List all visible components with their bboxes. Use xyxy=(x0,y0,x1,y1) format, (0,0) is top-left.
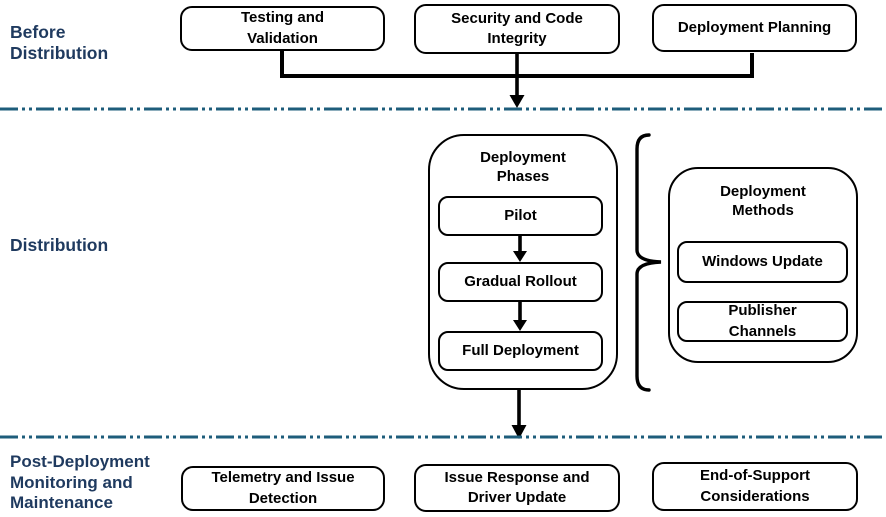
container-title-deployment-methods: Deployment Methods xyxy=(720,183,806,219)
stage-label-post-deployment: Post-Deployment Monitoring and Maintenan… xyxy=(10,452,150,513)
stage-label-distribution: Distribution xyxy=(10,235,109,255)
box-gradual-rollout: Gradual Rollout xyxy=(438,262,603,302)
stage-label-before-distribution: Before Distribution xyxy=(10,22,109,64)
box-security-and-code-integrity: Security and Code Integrity xyxy=(414,4,620,54)
arrow-down-icon xyxy=(509,95,525,108)
box-full-deployment: Full Deployment xyxy=(438,331,603,371)
curly-brace-icon xyxy=(635,133,662,392)
box-pilot: Pilot xyxy=(438,196,603,236)
box-telemetry-and-issue-detection: Telemetry and Issue Detection xyxy=(181,466,385,511)
box-testing-and-validation: Testing and Validation xyxy=(180,6,385,51)
box-windows-update: Windows Update xyxy=(677,241,848,283)
box-deployment-planning: Deployment Planning xyxy=(652,4,857,52)
box-issue-response-and-driver-update: Issue Response and Driver Update xyxy=(414,464,620,512)
box-publisher-channels: Publisher Channels xyxy=(677,301,848,342)
container-title-deployment-phases: Deployment Phases xyxy=(480,149,566,185)
box-end-of-support-considerations: End-of-Support Considerations xyxy=(652,462,858,511)
arrow-down-icon xyxy=(511,425,527,439)
